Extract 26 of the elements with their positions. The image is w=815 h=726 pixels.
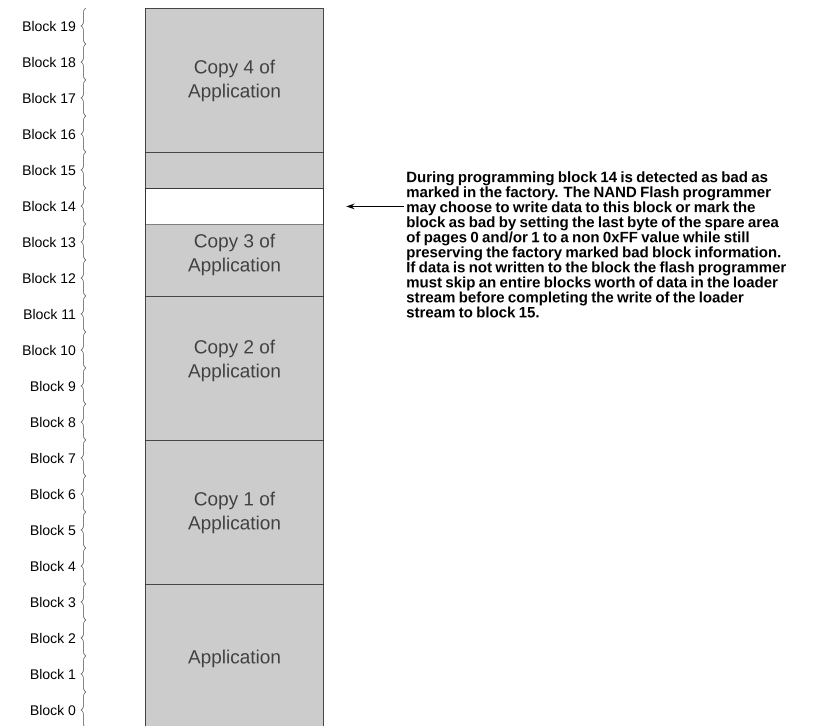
block-label: Block 6	[31, 488, 76, 500]
memory-region: Copy 2 of Application	[145, 296, 324, 441]
block-label: Block 13	[23, 236, 76, 248]
block-label: Block 7	[31, 452, 76, 464]
block-label: Block 10	[23, 344, 76, 356]
block-label: Block 3	[31, 596, 76, 608]
memory-block	[145, 152, 324, 189]
block-label: Block 0	[31, 704, 76, 716]
memory-region: Copy 1 of Application	[145, 440, 324, 585]
block-label: Block 9	[31, 380, 76, 392]
block-label: Block 12	[23, 272, 76, 284]
memory-block	[145, 188, 324, 225]
memory-region: Application	[145, 584, 324, 726]
block-label: Block 4	[31, 560, 76, 572]
block-label: Block 11	[24, 308, 76, 320]
note-text: During programming block 14 is detected as bad as marked in the factory. The NAND Flash programmer may choose to write data to this block or mark the block as bad by setting the last byte of the spare area of pages 0 and/or 1 to a non 0xFF value while still preserving the factory marked bad block information. If data is not written to the block the flash programmer must skip an entire blocks worth of data in the loader stream before completing the write of the loader stream to block 15.	[406, 171, 786, 318]
block-label: Block 17	[23, 92, 76, 104]
block-label: Block 14	[23, 200, 76, 212]
block-label: Block 2	[31, 632, 76, 644]
block-label: Block 18	[23, 56, 76, 68]
block-label: Block 16	[23, 128, 76, 140]
block-label: Block 19	[23, 20, 76, 32]
block-label: Block 5	[31, 524, 76, 536]
block-label: Block 1	[31, 668, 76, 680]
block-label: Block 15	[23, 164, 76, 176]
block-label: Block 8	[31, 416, 76, 428]
